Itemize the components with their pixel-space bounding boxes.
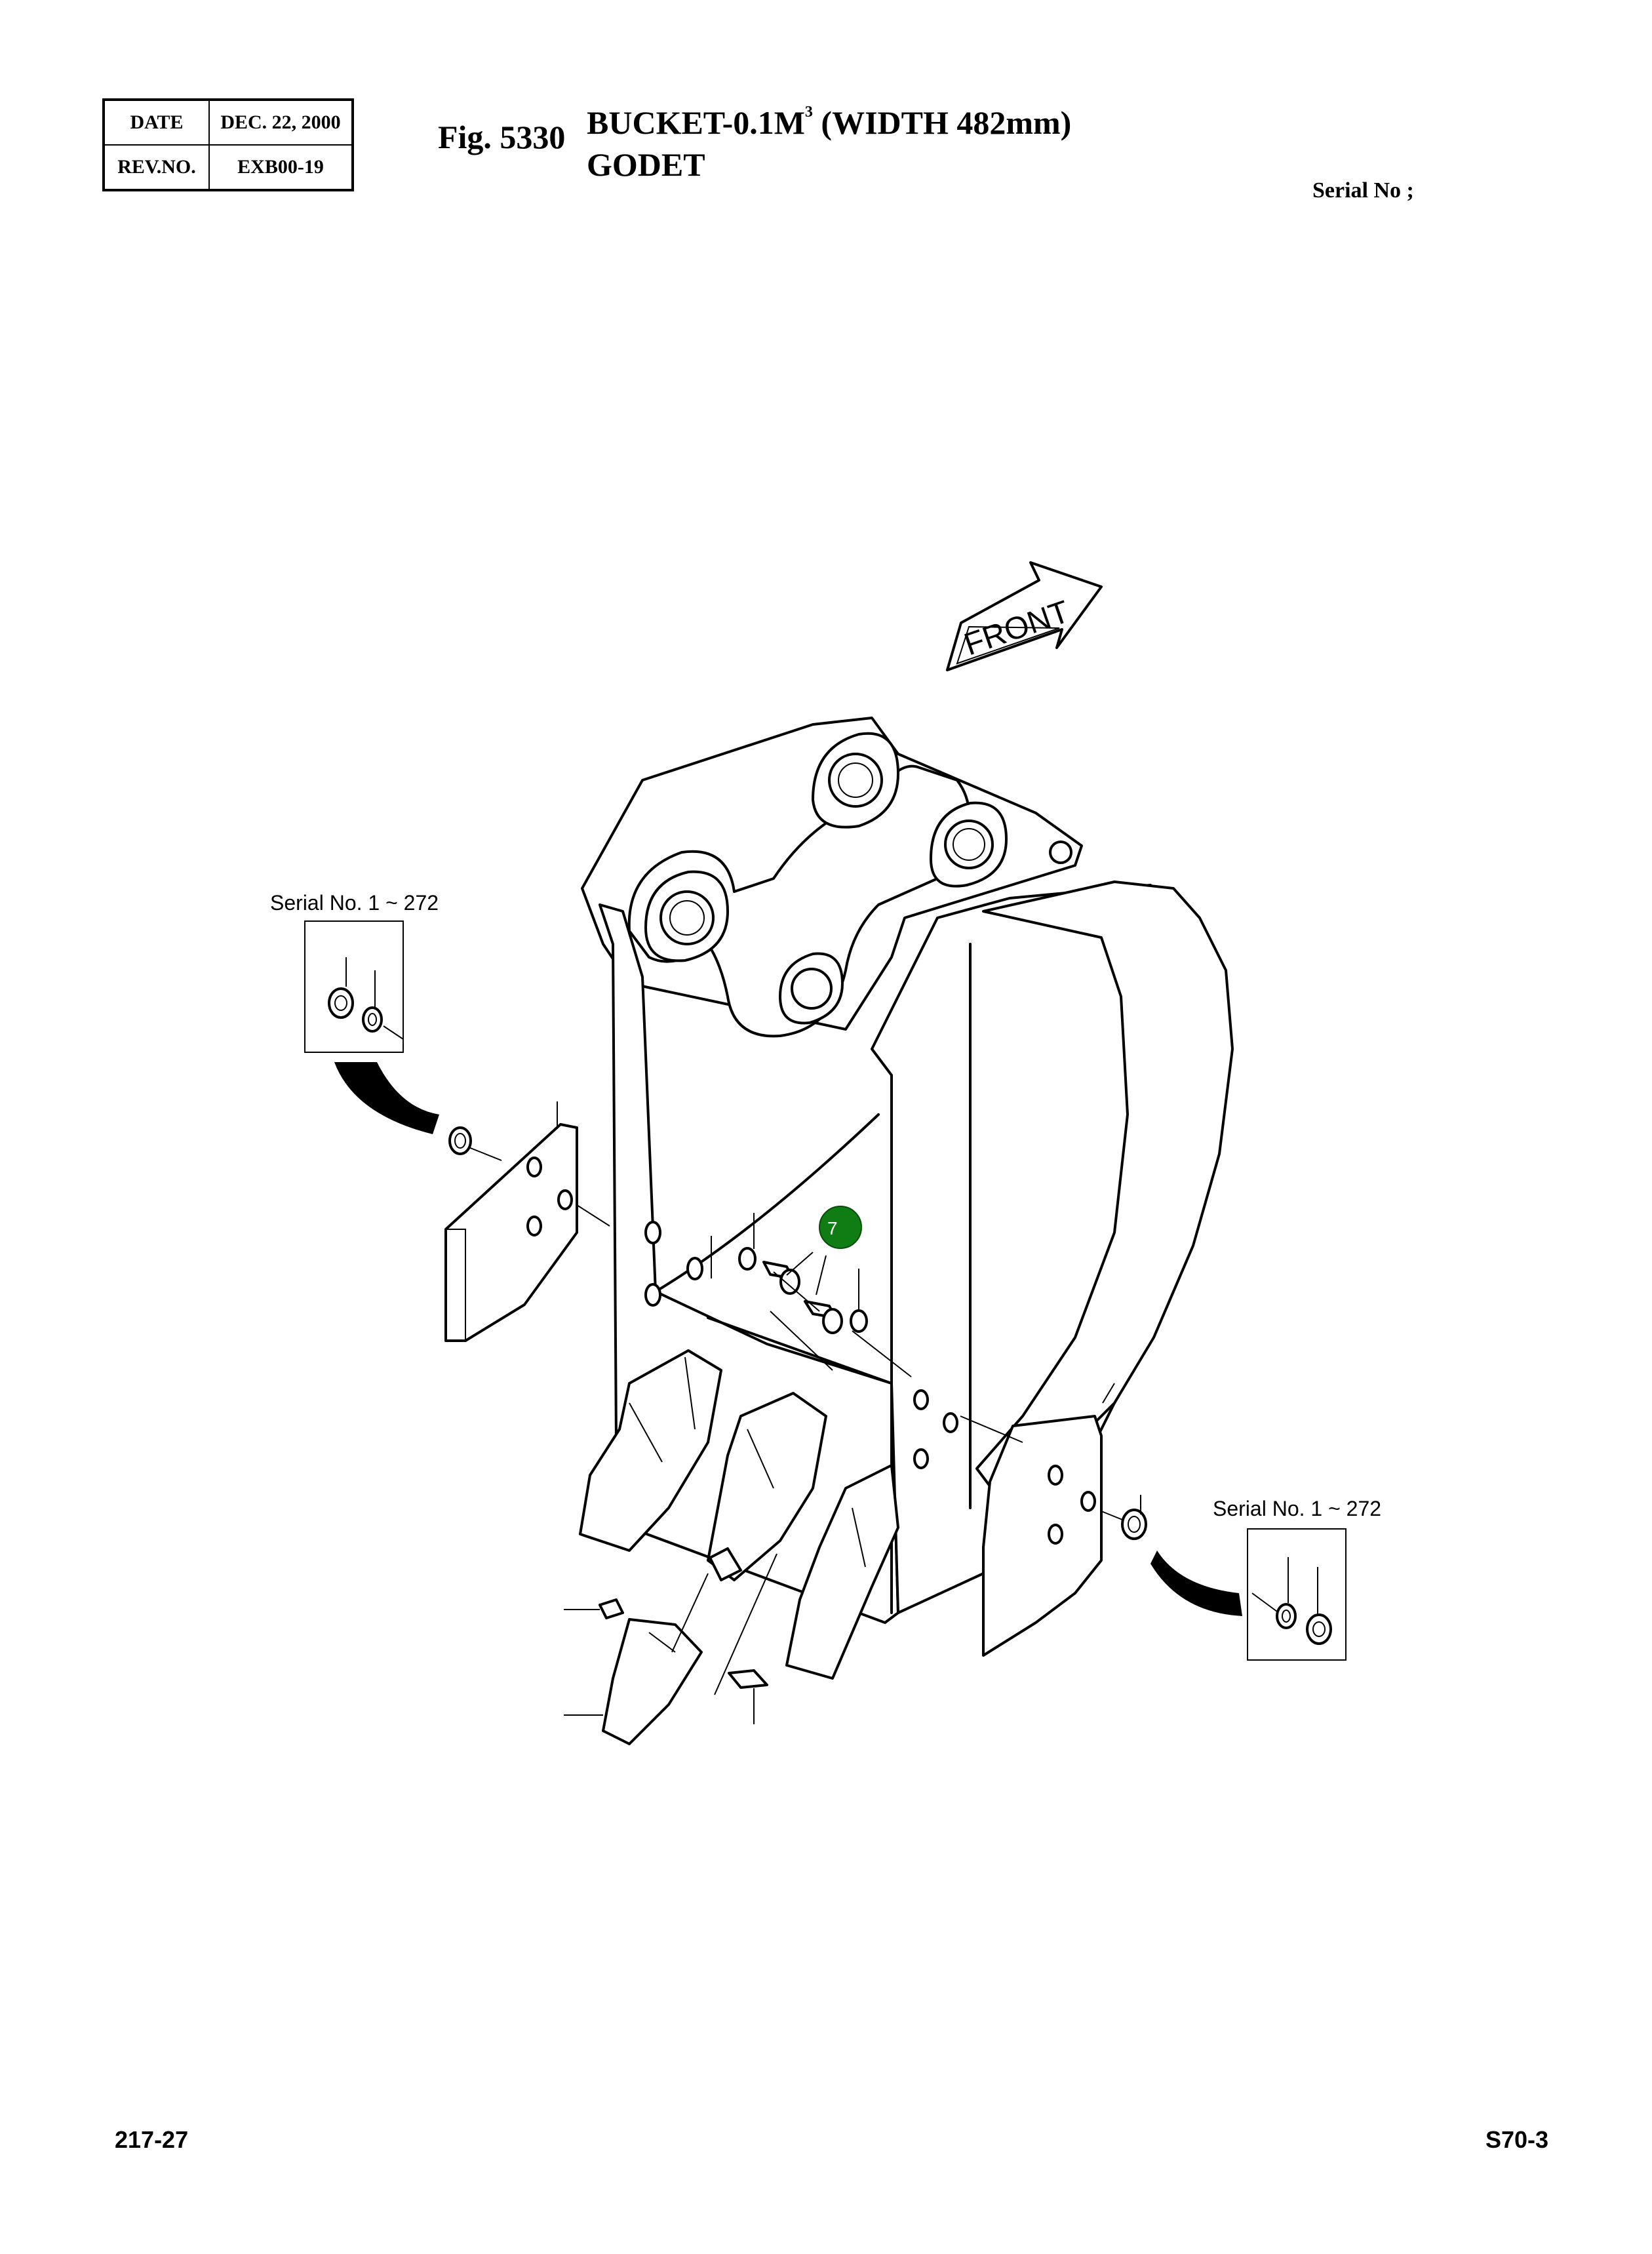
figure-number: Fig. 5330 — [438, 119, 566, 155]
bucket-body — [581, 717, 1234, 1624]
rev-value: EXB00-19 — [208, 144, 353, 191]
side-cutter-right — [960, 1383, 1147, 1657]
bucket-teeth — [564, 1349, 899, 1745]
footer-page-code: 217-27 — [115, 2126, 189, 2153]
inset-left-label: Serial No. 1 ~ 272 — [270, 891, 439, 915]
title-english: BUCKET-0.1M3 (WIDTH 482mm) — [587, 104, 1071, 142]
title-superscript: 3 — [804, 104, 813, 121]
rev-label: REV.NO. — [103, 144, 210, 191]
callout-7-marker[interactable] — [819, 1206, 862, 1249]
front-arrow: FRONT — [946, 561, 1103, 671]
callout-7[interactable]: 7 — [819, 1206, 862, 1249]
serial-number-label: Serial No ; — [1312, 178, 1414, 203]
inset-left — [304, 920, 439, 1134]
callout-7-number: 7 — [827, 1218, 838, 1238]
footer-section-code: S70-3 — [1485, 2126, 1549, 2153]
date-label: DATE — [103, 99, 210, 146]
bolts-and-washers — [711, 1213, 912, 1377]
date-value: DEC. 22, 2000 — [208, 99, 353, 146]
inset-right — [1150, 1528, 1347, 1661]
inset-right-label: Serial No. 1 ~ 272 — [1213, 1497, 1381, 1520]
title-french: GODET — [587, 146, 705, 183]
side-cutter-left — [444, 1101, 610, 1342]
title-main: BUCKET-0.1M — [587, 104, 805, 141]
revision-table: DATE DEC. 22, 2000 REV.NO. EXB00-19 — [102, 98, 354, 191]
title-rest: (WIDTH 482mm) — [812, 104, 1072, 141]
